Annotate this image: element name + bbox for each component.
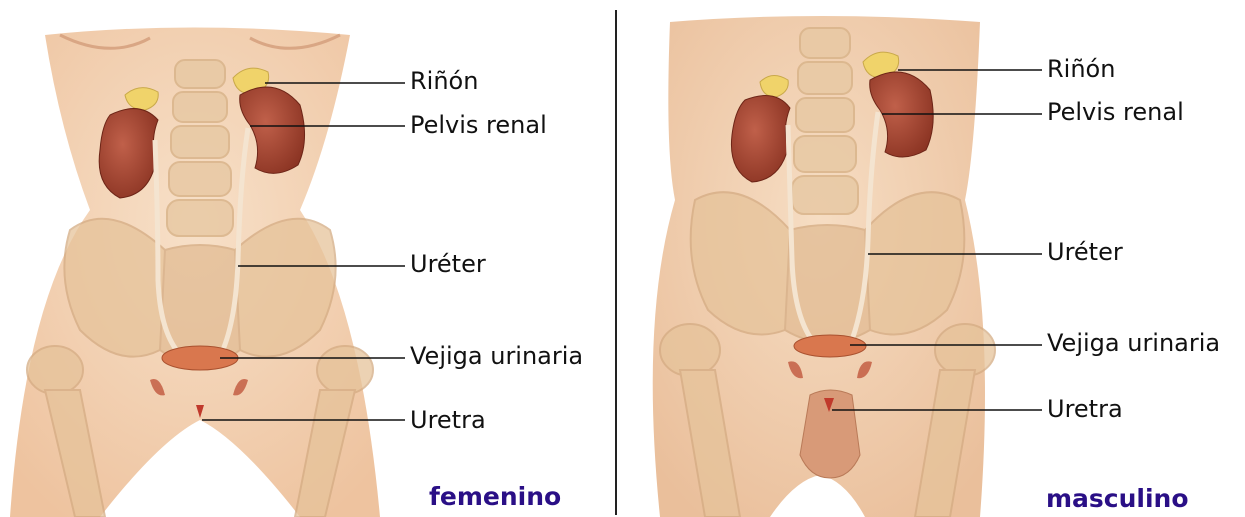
female-label-renal-pelvis: Pelvis renal (410, 113, 547, 137)
female-label-bladder: Vejiga urinaria (410, 344, 583, 368)
male-label-urethra: Uretra (1047, 397, 1123, 421)
male-label-ureter: Uréter (1047, 240, 1123, 264)
female-label-urethra: Uretra (410, 408, 486, 432)
male-label-bladder: Vejiga urinaria (1047, 331, 1220, 355)
male-bladder (794, 335, 866, 357)
female-panel: Riñón Pelvis renal Uréter Vejiga urinari… (0, 0, 612, 517)
male-label-kidney: Riñón (1047, 57, 1115, 81)
female-caption: femenino (429, 484, 561, 509)
male-label-renal-pelvis: Pelvis renal (1047, 100, 1184, 124)
female-label-kidney: Riñón (410, 69, 478, 93)
male-panel: Riñón Pelvis renal Uréter Vejiga urinari… (620, 0, 1245, 517)
female-label-ureter: Uréter (410, 252, 486, 276)
male-anatomy-illustration (620, 0, 1245, 517)
male-caption: masculino (1046, 486, 1189, 511)
female-anatomy-illustration (0, 0, 612, 517)
panel-divider (615, 10, 617, 515)
